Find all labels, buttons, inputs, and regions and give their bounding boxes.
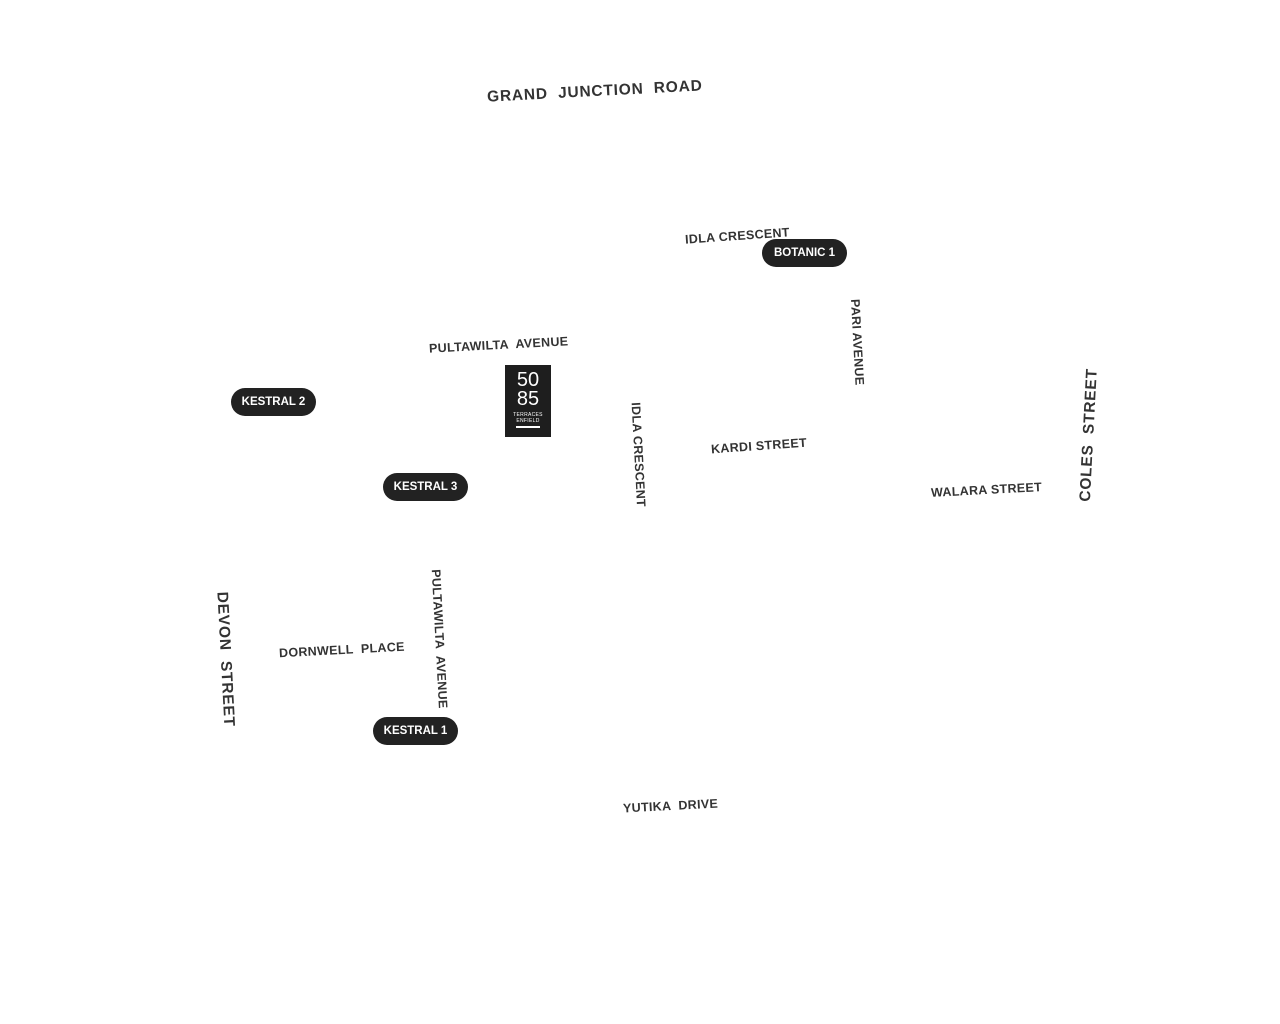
street-label-dornwell-place: DORNWELL PLACE <box>278 639 406 661</box>
street-label-kardi-street: KARDI STREET <box>710 435 808 457</box>
development-logo[interactable]: 50 85 TERRACES ENFIELD <box>505 365 551 437</box>
logo-number-bottom: 85 <box>516 388 540 410</box>
marker-kestral-3[interactable]: KESTRAL 3 <box>383 473 468 501</box>
logo-text-terraces: TERRACES <box>513 412 543 418</box>
street-label-pultawilta-avenue-top: PULTAWILTA AVENUE <box>428 334 569 356</box>
street-label-devon-street: DEVON STREET <box>213 591 238 728</box>
marker-kestral-1[interactable]: KESTRAL 1 <box>373 717 458 745</box>
street-label-yutika-drive: YUTIKA DRIVE <box>622 796 719 816</box>
street-label-idla-crescent-mid: IDLA CRESCENT <box>628 401 649 508</box>
street-label-grand-junction-road: GRAND JUNCTION ROAD <box>486 77 704 106</box>
marker-kestral-2[interactable]: KESTRAL 2 <box>231 388 316 416</box>
logo-text-enfield: ENFIELD <box>516 418 540 424</box>
logo-underline <box>516 426 540 428</box>
street-label-pari-avenue: PARI AVENUE <box>847 298 867 386</box>
street-label-coles-street: COLES STREET <box>1076 367 1101 503</box>
street-label-pultawilta-avenue-bottom: PULTAWILTA AVENUE <box>428 568 450 709</box>
marker-botanic-1[interactable]: BOTANIC 1 <box>762 239 847 267</box>
street-label-walara-street: WALARA STREET <box>930 480 1043 500</box>
logo-number-top: 50 <box>516 369 540 391</box>
